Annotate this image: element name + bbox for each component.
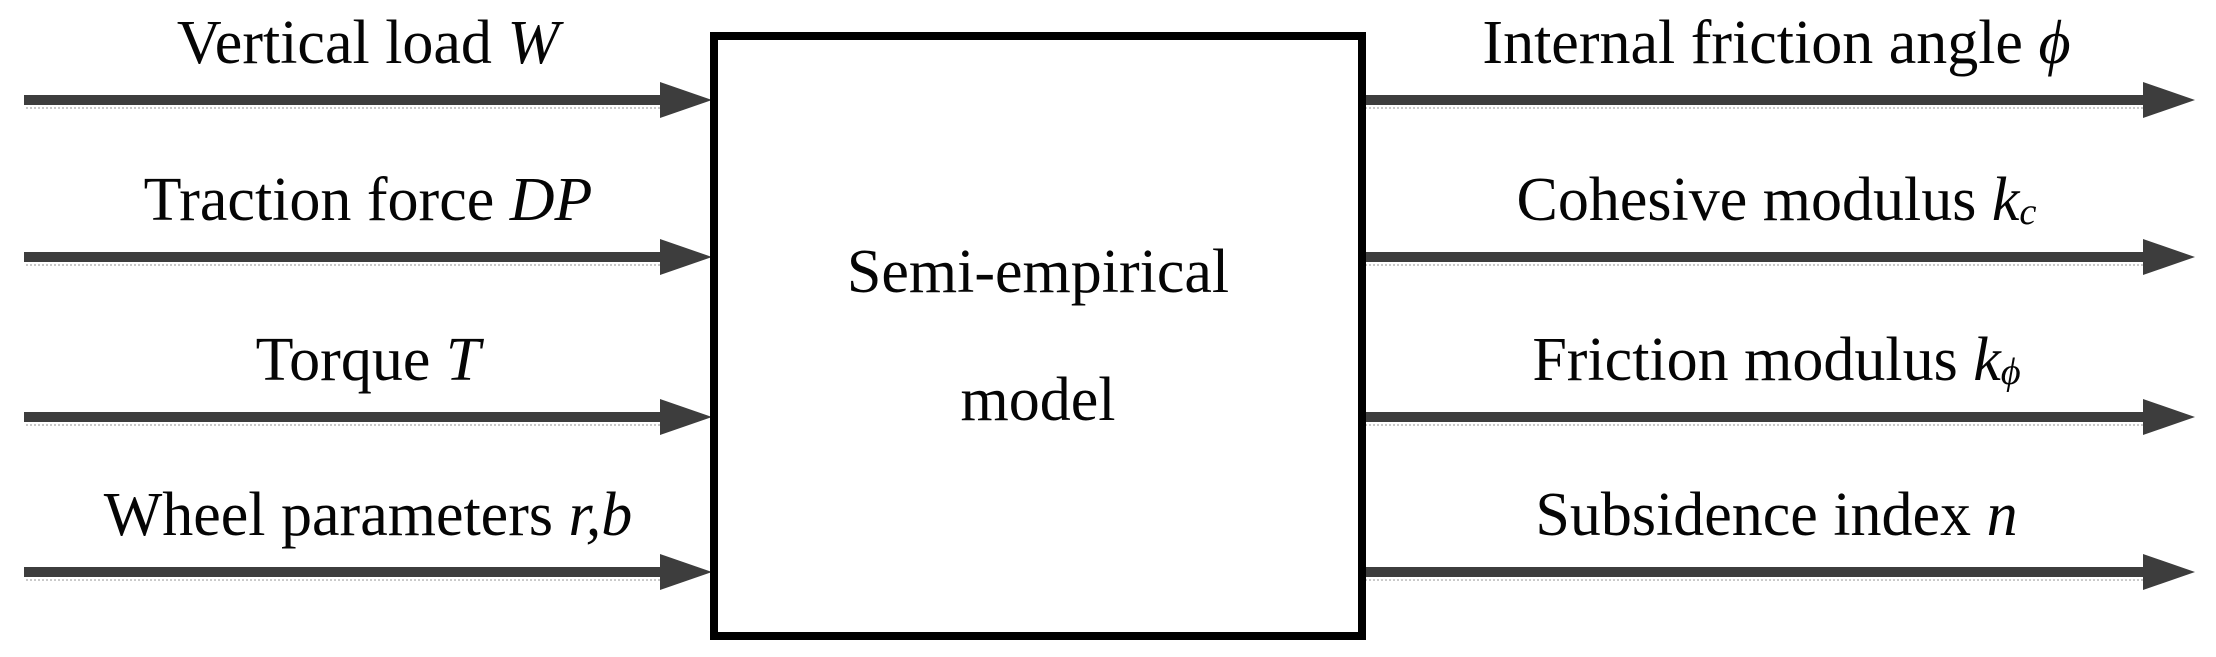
label-text: Torque xyxy=(255,326,446,394)
label-variable: r,b xyxy=(568,481,633,549)
label-variable: W xyxy=(507,9,560,77)
label-variable: ϕ xyxy=(2038,9,2071,77)
input-arrow-icon xyxy=(24,554,712,590)
label-text: Internal friction angle xyxy=(1482,9,2039,77)
label-text: Wheel parameters xyxy=(103,481,569,549)
input-row-torque: Torque T xyxy=(24,329,712,435)
arrow-shadow-dots xyxy=(1360,107,2147,109)
arrow-head-icon xyxy=(2143,82,2195,118)
arrow-shaft xyxy=(1358,95,2151,105)
output-label-friction-modulus: Friction modulus kϕ xyxy=(1358,329,2195,391)
label-variable: k xyxy=(1991,166,2020,234)
model-box-title-line2: model xyxy=(960,366,1116,434)
arrow-shadow-dots xyxy=(26,579,664,581)
label-text: Cohesive modulus xyxy=(1516,166,1992,234)
label-variable: T xyxy=(445,326,481,394)
arrow-shaft xyxy=(1358,252,2151,262)
arrow-shadow-dots xyxy=(26,107,664,109)
output-arrow-icon xyxy=(1358,82,2195,118)
label-text: Vertical load xyxy=(176,9,508,77)
model-box: Semi-empirical model xyxy=(710,32,1366,640)
label-subscript: ϕ xyxy=(2000,350,2021,393)
arrow-head-icon xyxy=(660,554,712,590)
arrow-shadow-dots xyxy=(1360,264,2147,266)
label-text: Friction modulus xyxy=(1532,326,1974,394)
arrow-shadow-dots xyxy=(26,264,664,266)
input-arrow-icon xyxy=(24,239,712,275)
output-row-cohesive-modulus: Cohesive modulus kc xyxy=(1358,169,2195,275)
input-row-vertical-load: Vertical load W xyxy=(24,12,712,118)
arrow-head-icon xyxy=(2143,239,2195,275)
arrow-shadow-dots xyxy=(1360,424,2147,426)
arrow-shadow-dots xyxy=(26,424,664,426)
label-text: Subsidence index xyxy=(1535,481,1987,549)
arrow-shaft xyxy=(1358,567,2151,577)
arrow-shaft xyxy=(24,567,668,577)
arrow-shaft xyxy=(24,412,668,422)
arrow-head-icon xyxy=(2143,399,2195,435)
output-arrow-icon xyxy=(1358,554,2195,590)
output-label-internal-friction-angle: Internal friction angle ϕ xyxy=(1358,12,2195,74)
arrow-head-icon xyxy=(660,399,712,435)
input-arrow-icon xyxy=(24,82,712,118)
input-label-wheel-parameters: Wheel parameters r,b xyxy=(24,484,712,546)
arrow-head-icon xyxy=(660,239,712,275)
output-label-cohesive-modulus: Cohesive modulus kc xyxy=(1358,169,2195,231)
label-subscript: c xyxy=(2019,190,2037,233)
label-variable: DP xyxy=(509,166,593,234)
input-row-traction-force: Traction force DP xyxy=(24,169,712,275)
output-arrow-icon xyxy=(1358,399,2195,435)
output-row-friction-modulus: Friction modulus kϕ xyxy=(1358,329,2195,435)
input-label-torque: Torque T xyxy=(24,329,712,391)
arrow-shadow-dots xyxy=(1360,579,2147,581)
output-label-subsidence-index: Subsidence index n xyxy=(1358,484,2195,546)
output-arrow-icon xyxy=(1358,239,2195,275)
arrow-shaft xyxy=(1358,412,2151,422)
arrow-shaft xyxy=(24,95,668,105)
label-variable: n xyxy=(1986,481,2018,549)
input-arrow-icon xyxy=(24,399,712,435)
arrow-head-icon xyxy=(2143,554,2195,590)
label-variable: k xyxy=(1973,326,2001,394)
arrow-head-icon xyxy=(660,82,712,118)
output-row-subsidence-index: Subsidence index n xyxy=(1358,484,2195,590)
model-box-title-line1: Semi-empirical xyxy=(846,238,1230,306)
input-label-vertical-load: Vertical load W xyxy=(24,12,712,74)
output-row-internal-friction-angle: Internal friction angle ϕ xyxy=(1358,12,2195,118)
input-label-traction-force: Traction force DP xyxy=(24,169,712,231)
arrow-shaft xyxy=(24,252,668,262)
input-row-wheel-parameters: Wheel parameters r,b xyxy=(24,484,712,590)
label-text: Traction force xyxy=(143,166,510,234)
